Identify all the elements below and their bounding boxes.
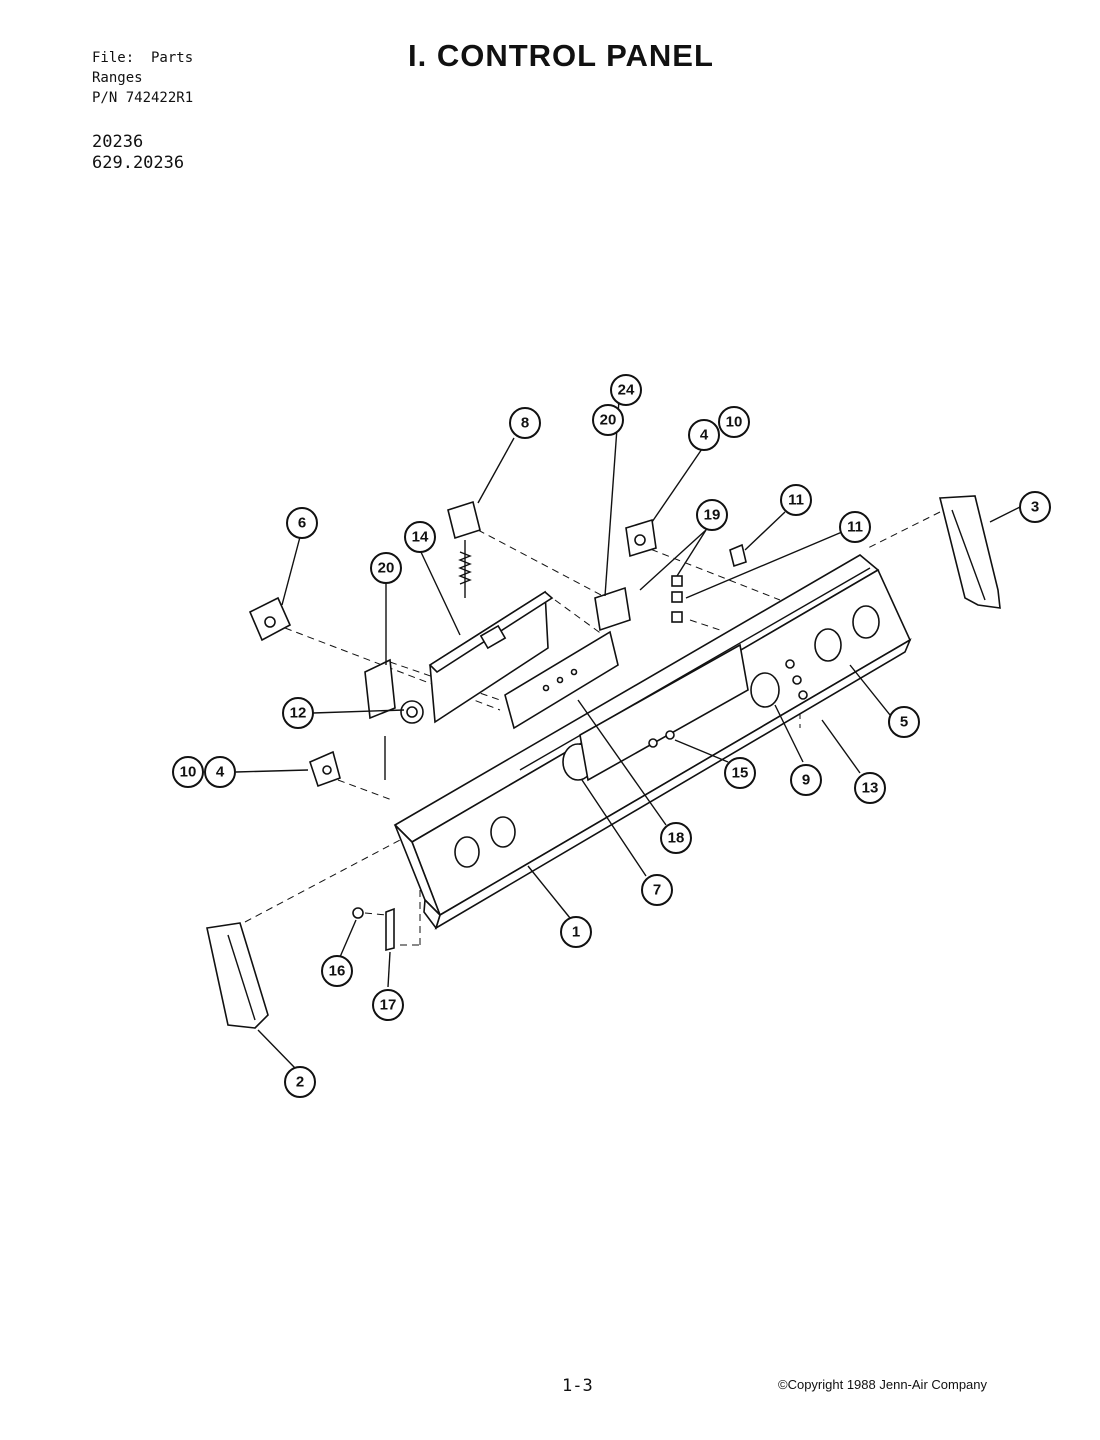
callout-15: 15 (724, 757, 756, 789)
callout-4-upper-label: 4 (700, 427, 709, 444)
callout-24-label: 24 (618, 382, 635, 399)
callout-10-upper-label: 10 (726, 414, 743, 431)
callout-4-lower-label: 4 (216, 764, 225, 781)
callout-10-lower-label: 10 (180, 764, 197, 781)
bracket-left (364, 658, 396, 720)
callout-19: 19 (696, 499, 728, 531)
callout-16: 16 (321, 955, 353, 987)
control-panel-body (393, 554, 912, 930)
part-number-label: P/N 742422R1 (92, 90, 194, 106)
callout-8: 8 (509, 407, 541, 439)
model-number-2: 629.20236 (92, 153, 185, 173)
callout-18-label: 18 (668, 830, 685, 847)
callout-2-label: 2 (296, 1074, 304, 1091)
callout-7: 7 (641, 874, 673, 906)
model-number-1: 20236 (92, 132, 144, 152)
callout-6-label: 6 (298, 515, 306, 532)
callout-11-lower-label: 11 (847, 519, 863, 536)
callout-10-upper: 10 (718, 406, 750, 438)
leader-lines (235, 399, 1021, 1069)
clip-with-spring (447, 500, 481, 598)
callout-2: 2 (284, 1066, 316, 1098)
callout-5: 5 (888, 706, 920, 738)
screw-and-clip (352, 907, 395, 952)
callout-3: 3 (1019, 491, 1051, 523)
callout-19-label: 19 (704, 507, 721, 524)
category-label: Ranges (92, 70, 143, 86)
callout-4-upper: 4 (688, 419, 720, 451)
callout-1-label: 1 (572, 924, 580, 941)
callout-11-upper: 11 (780, 484, 812, 516)
push-buttons (671, 575, 683, 623)
callout-5-label: 5 (900, 714, 908, 731)
callout-7-label: 7 (653, 882, 661, 899)
callout-12-label: 12 (290, 705, 307, 722)
callout-14: 14 (404, 521, 436, 553)
callout-20-left: 20 (370, 552, 402, 584)
callout-3-label: 3 (1031, 499, 1039, 516)
page-number: 1-3 (562, 1376, 593, 1396)
page-title: I. CONTROL PANEL (408, 38, 714, 73)
callout-13-label: 13 (862, 780, 879, 797)
callout-9-label: 9 (802, 772, 810, 789)
callout-9: 9 (790, 764, 822, 796)
knob-left-upper (248, 596, 292, 642)
callout-1: 1 (560, 916, 592, 948)
clock-overlay (504, 630, 619, 730)
callout-20-left-label: 20 (378, 560, 395, 577)
callout-15-label: 15 (732, 765, 749, 782)
callout-24: 24 (610, 374, 642, 406)
callout-11-lower: 11 (839, 511, 871, 543)
callout-16-label: 16 (329, 963, 346, 980)
bracket-center (594, 586, 631, 632)
callout-6: 6 (286, 507, 318, 539)
clock-module (428, 590, 554, 724)
copyright-notice: ©Copyright 1988 Jenn-Air Company (778, 1377, 988, 1392)
file-label: File: Parts (92, 50, 194, 66)
knob-left-lower (309, 750, 341, 788)
knob-right-upper (625, 518, 657, 558)
callout-20-center-label: 20 (600, 412, 617, 429)
callout-13: 13 (854, 772, 886, 804)
end-cap-right (938, 495, 1001, 609)
callout-11-upper-label: 11 (788, 492, 804, 509)
knob-small-right (729, 543, 747, 568)
end-cap-left (206, 922, 269, 1029)
callout-17-label: 17 (380, 997, 397, 1014)
rotary-switch (384, 700, 424, 780)
callout-14-label: 14 (412, 529, 429, 546)
callout-20-center: 20 (592, 404, 624, 436)
callout-4-lower: 4 (204, 756, 236, 788)
callout-18: 18 (660, 822, 692, 854)
callout-10-lower: 10 (172, 756, 204, 788)
callout-8-label: 8 (521, 415, 529, 432)
callout-17: 17 (372, 989, 404, 1021)
callout-12: 12 (282, 697, 314, 729)
